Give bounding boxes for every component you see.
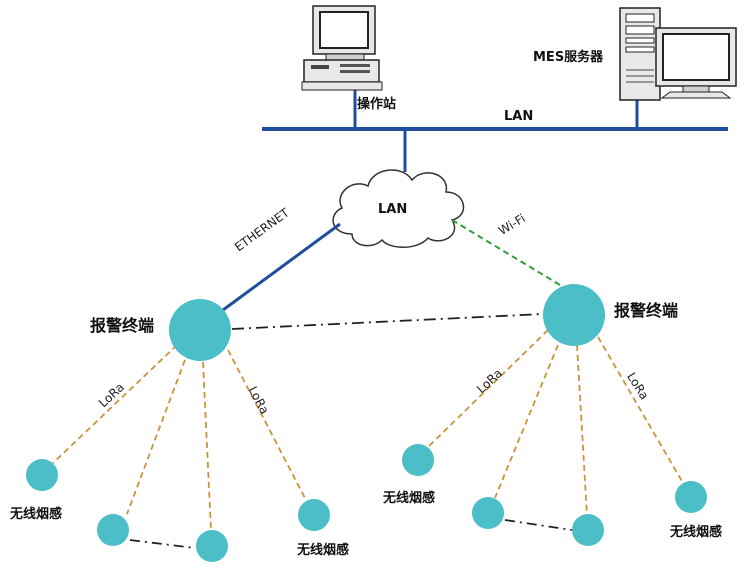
- smoke-sensor-left-a: [26, 459, 58, 491]
- lora-link-left-c: [202, 361, 212, 531]
- lora-link-right-a: [427, 329, 549, 448]
- smoke-sensor-right-a: [402, 444, 434, 476]
- alarm-terminal-left-label: 报警终端: [90, 316, 155, 335]
- wifi-link-line: [451, 219, 566, 289]
- lan-backbone-label: LAN: [504, 109, 534, 124]
- sensor-interlink-left: [129, 539, 196, 549]
- lora-link-left-d: [227, 349, 307, 501]
- sensor-interlink-right: [504, 519, 573, 531]
- sensor-label-left-d: 无线烟感: [297, 543, 350, 558]
- alarm-terminal-right-label: 报警终端: [614, 301, 679, 320]
- smoke-sensor-left-c: [196, 530, 228, 562]
- smoke-sensor-left-d: [298, 499, 330, 531]
- smoke-sensor-right-b: [472, 497, 504, 529]
- server-label: MES服务器: [533, 50, 604, 65]
- smoke-sensor-right-c: [572, 514, 604, 546]
- ethernet-link-line: [222, 222, 341, 312]
- lan-cloud: [332, 169, 465, 248]
- lora-link-right-d: [597, 336, 684, 484]
- sensor-label-left-a: 无线烟感: [10, 507, 63, 522]
- lora-link-right-c: [576, 344, 588, 516]
- lora-link-left-a: [52, 344, 178, 464]
- smoke-sensor-left-b: [97, 514, 129, 546]
- lora-link-right-b: [494, 344, 559, 499]
- alarm-terminal-right: [543, 284, 605, 346]
- smoke-sensor-right-d: [675, 481, 707, 513]
- sensor-label-right-a: 无线烟感: [383, 491, 436, 506]
- sensor-label-right-d: 无线烟感: [670, 525, 723, 540]
- workstation-computer-icon: [301, 5, 383, 91]
- lora-link-left-b: [126, 359, 186, 515]
- workstation-label: 操作站: [357, 97, 397, 112]
- lan-cloud-label: LAN: [378, 202, 408, 217]
- terminal-interlink-line: [231, 313, 544, 330]
- alarm-terminal-left: [169, 299, 231, 361]
- server-computer-icon: [619, 7, 737, 101]
